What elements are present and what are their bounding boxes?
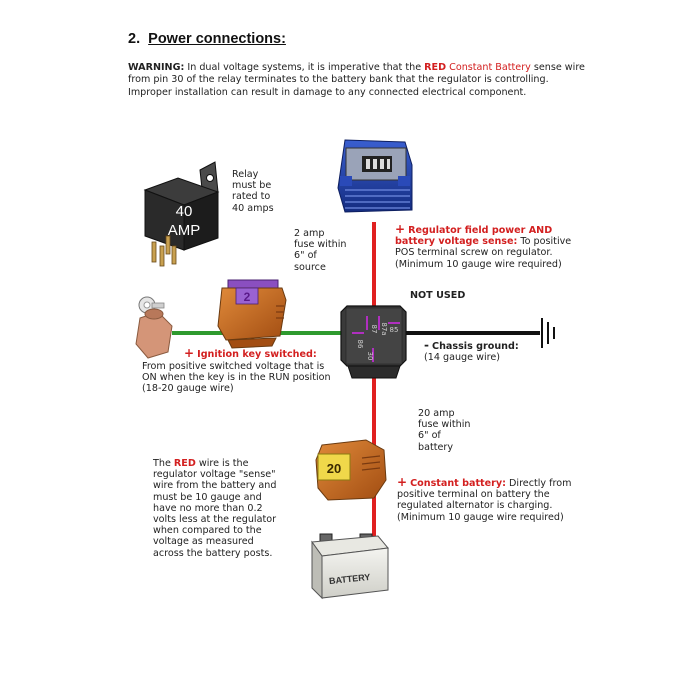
relay-label-line-2: must be	[232, 180, 272, 192]
red-note-line-7: voltage as measured	[153, 536, 254, 548]
fuse-2amp-label-line-2: fuse within	[294, 239, 347, 251]
fuse-2amp-icon: 2	[217, 279, 287, 349]
pin-87a: 87a	[380, 322, 388, 335]
red-note-line-5: volts less at the regulator	[153, 514, 277, 526]
chassis-ground-minus: -	[424, 338, 429, 352]
regulator-field-desc-4: (Minimum 10 gauge wire required)	[395, 258, 562, 270]
pin-87: 87	[370, 325, 378, 334]
constant-battery-desc-1: Directly from	[505, 478, 572, 489]
relay-label-line-1: Relay	[232, 169, 259, 180]
regulator-field-desc-2: To positive	[517, 236, 572, 248]
relay-label: Relay must be rated to 40 amps	[232, 169, 302, 214]
fuse-2amp-label: 2 amp fuse within 6" of source	[294, 228, 374, 273]
chassis-ground-title: Chassis ground:	[432, 341, 519, 352]
constant-battery-plus: +	[397, 475, 408, 489]
red-note-suffix: wire is the	[195, 458, 249, 469]
ignition-desc-line-2: ON when the key is in the RUN position	[142, 372, 331, 384]
red-note-prefix: The	[153, 458, 174, 469]
fuse-20amp-label-line-1: 20 amp	[418, 408, 455, 419]
constant-battery-desc-4: (Minimum 10 gauge wire required)	[397, 511, 564, 523]
relay-body-text-2: AMP	[168, 222, 201, 239]
fuse-2amp-label-line-3: 6" of	[294, 250, 317, 262]
red-note-line-6: when compared to the	[153, 525, 262, 537]
ignition-desc-line-3: (18-20 gauge wire)	[142, 383, 234, 395]
pin-30: 30	[366, 352, 374, 361]
red-note-line-2: wire from the battery and	[153, 480, 277, 492]
red-note-red-word: RED	[173, 458, 196, 469]
battery-label: BATTERY	[329, 572, 371, 586]
regulator-field-label: + Regulator field power AND battery volt…	[395, 222, 595, 270]
fuse-20amp-icon: 20	[315, 439, 387, 501]
regulator-icon	[337, 139, 413, 213]
constant-battery-desc-3: regulated alternator is charging.	[397, 500, 553, 512]
regulator-field-title-1: Regulator field power AND	[408, 225, 553, 236]
section-title: Power connections:	[148, 31, 286, 47]
warning-text-1: In dual voltage systems, it is imperativ…	[184, 62, 425, 73]
pin-85: 85	[390, 326, 399, 334]
fuse-2amp-label-line-1: 2 amp	[294, 228, 325, 239]
not-used-label: NOT USED	[410, 290, 466, 301]
fuse-20amp-label-line-3: 6" of	[418, 430, 441, 442]
red-note-line-1: regulator voltage "sense"	[153, 469, 276, 481]
section-heading: 2. Power connections:	[128, 31, 286, 47]
relay-socket-icon: 87 87a 85 86 30	[340, 305, 407, 379]
battery-icon: BATTERY	[311, 533, 389, 600]
fuse-2amp-label-line-4: source	[294, 261, 326, 273]
red-note-line-4: have no more than 0.2	[153, 502, 263, 514]
warning-paragraph: WARNING: In dual voltage systems, it is …	[128, 62, 588, 99]
ignition-label: + Ignition key switched:	[182, 346, 402, 360]
regulator-field-title-2: battery voltage sense:	[395, 236, 518, 248]
constant-battery-title: Constant battery:	[410, 478, 506, 489]
fuse-20amp-label-line-2: fuse within	[418, 419, 471, 431]
warning-text-2: sense wire from pin 30 of the relay term…	[128, 62, 585, 98]
section-number: 2.	[128, 31, 141, 47]
ignition-title: Ignition key switched:	[197, 349, 317, 360]
ignition-key-icon	[135, 296, 173, 359]
red-note-line-8: across the battery posts.	[153, 547, 273, 559]
relay-label-line-4: 40 amps	[232, 202, 274, 214]
relay-icon: 40 AMP	[143, 161, 220, 267]
ignition-desc: From positive switched voltage that is O…	[142, 361, 392, 395]
relay-label-line-3: rated to	[232, 191, 271, 203]
fuse-20amp-label-line-4: battery	[418, 441, 454, 453]
warning-label: WARNING:	[128, 62, 185, 73]
ignition-desc-line-1: From positive switched voltage that is	[142, 361, 325, 372]
fuse-2amp-number: 2	[244, 290, 251, 304]
warning-red-word: RED	[424, 62, 447, 73]
pin-86: 86	[356, 340, 364, 349]
regulator-field-plus: +	[395, 222, 406, 236]
fuse-20amp-number: 20	[327, 461, 341, 476]
relay-body-text-1: 40	[176, 203, 193, 220]
constant-battery-label: + Constant battery: Directly from positi…	[397, 475, 597, 523]
ground-icon	[541, 318, 555, 348]
warning-red-text: Constant Battery	[446, 62, 531, 73]
ignition-plus: +	[184, 346, 195, 360]
chassis-ground-label: - Chassis ground: (14 gauge wire)	[424, 338, 564, 364]
red-wire-note: The RED wire is the regulator voltage "s…	[153, 458, 313, 559]
chassis-ground-desc: (14 gauge wire)	[424, 352, 500, 364]
red-note-line-3: must be 10 gauge and	[153, 491, 262, 503]
constant-battery-desc-2: positive terminal on battery the	[397, 489, 550, 501]
fuse-20amp-label: 20 amp fuse within 6" of battery	[418, 408, 498, 453]
regulator-field-desc-3: POS terminal screw on regulator.	[395, 247, 553, 259]
